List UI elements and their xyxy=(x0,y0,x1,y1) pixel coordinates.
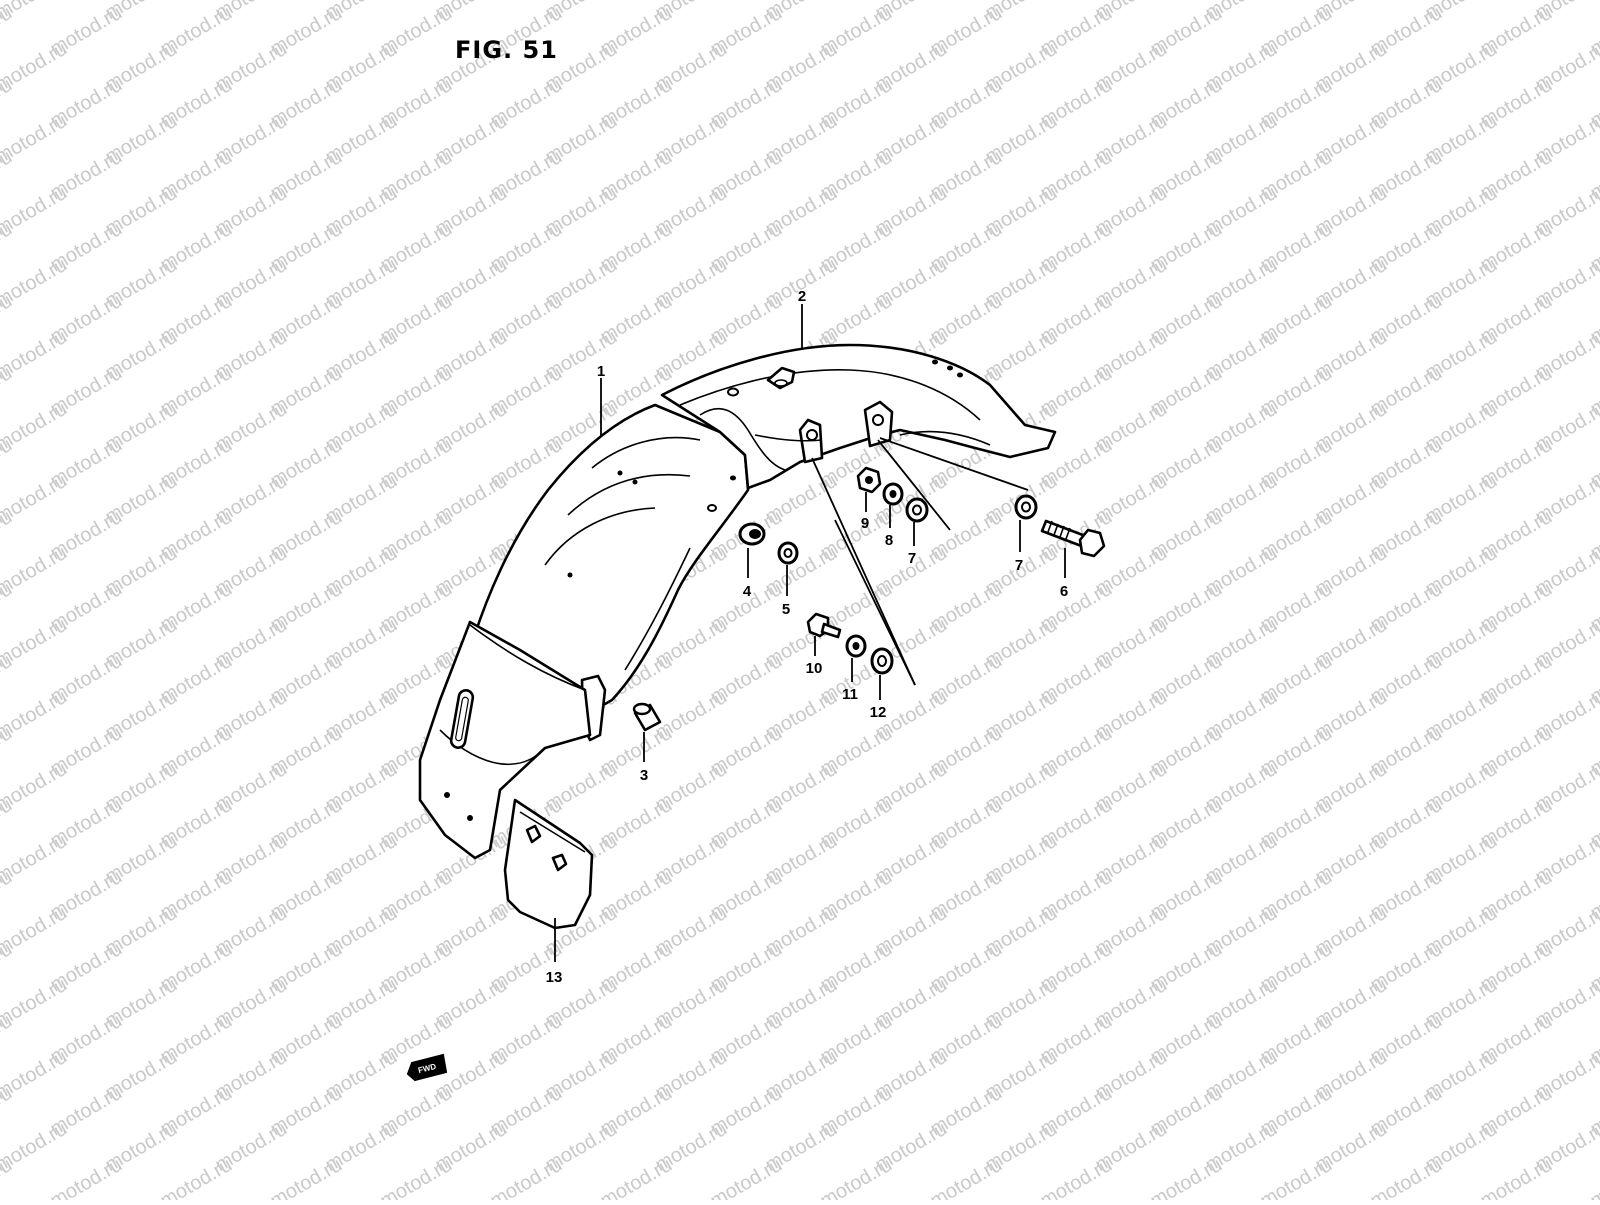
callout-2: 2 xyxy=(798,288,806,305)
watermark-text: motod.ru xyxy=(1147,1154,1226,1200)
part-4-cushion xyxy=(740,524,764,544)
callout-6: 6 xyxy=(1060,583,1068,600)
callout-12: 12 xyxy=(870,704,887,721)
part-5-washer xyxy=(779,543,797,563)
part-8-lock-washer xyxy=(884,484,902,504)
watermark-text: motod.ru xyxy=(1587,1154,1600,1200)
watermark-text: motod.ru xyxy=(707,1154,786,1200)
part-12-washer xyxy=(872,649,892,673)
callout-9: 9 xyxy=(861,515,869,532)
part-11-lock-washer xyxy=(847,636,865,656)
callout-3: 3 xyxy=(640,767,648,784)
watermark-text: motod.ru xyxy=(1257,1154,1336,1200)
watermark-text: motod.ru xyxy=(1477,1154,1556,1200)
watermark-text: motod.ru xyxy=(267,1154,346,1200)
part-7-washer-right xyxy=(1016,496,1036,518)
watermark-text: motod.ru xyxy=(817,1154,896,1200)
watermark-text: motod.ru xyxy=(487,1154,566,1200)
callout-7-left: 7 xyxy=(908,550,916,567)
watermark-text: motod.ru xyxy=(377,1154,456,1200)
callout-10: 10 xyxy=(806,660,823,677)
callout-11: 11 xyxy=(842,686,858,703)
part-9-nut xyxy=(858,468,880,492)
watermark-text: motod.ru xyxy=(157,1154,236,1200)
watermark-text: motod.ru xyxy=(47,1154,126,1200)
callout-4: 4 xyxy=(743,583,752,600)
callout-5: 5 xyxy=(782,601,790,618)
part-7-washer-left xyxy=(907,499,927,521)
watermark-text: motod.ru xyxy=(1367,1154,1446,1200)
callout-8: 8 xyxy=(885,532,893,549)
figure-title: FIG. 51 xyxy=(455,36,558,64)
watermark-text: motod.ru xyxy=(597,1154,676,1200)
callout-7-right: 7 xyxy=(1015,557,1023,574)
forward-direction-badge: FWD xyxy=(408,1055,446,1080)
watermark-text: motod.ru xyxy=(1037,1154,1116,1200)
watermark-text: motod.ru xyxy=(927,1154,1006,1200)
callout-1: 1 xyxy=(597,363,605,380)
callout-13: 13 xyxy=(546,969,563,986)
